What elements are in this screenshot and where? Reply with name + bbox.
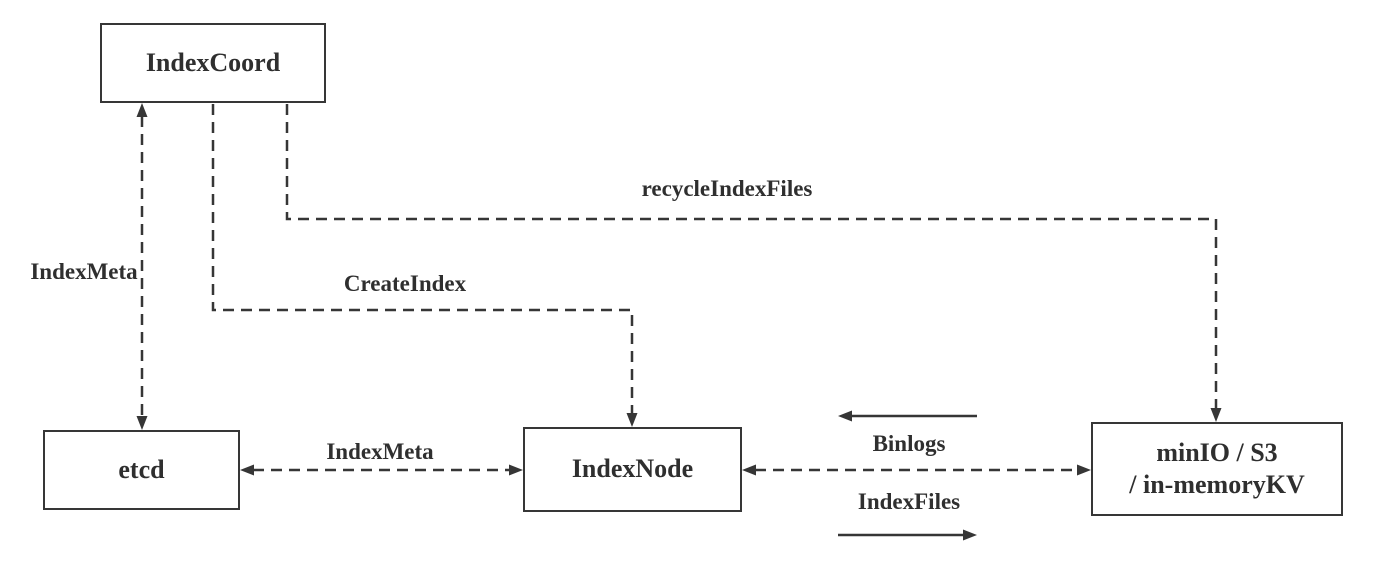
node-indexcoord-label: IndexCoord — [145, 47, 281, 77]
node-indexcoord: IndexCoord — [100, 23, 326, 103]
arrowhead-left-into-etcd — [240, 464, 254, 476]
edge-createindex-line — [211, 104, 634, 414]
arrowhead-right-into-storage — [1077, 464, 1091, 476]
node-etcd: etcd — [43, 430, 240, 510]
node-storage-label-line2: / in-memoryKV — [1129, 470, 1305, 499]
arrowhead-right-into-indexnode — [509, 464, 523, 476]
edge-label-binlogs: Binlogs — [872, 431, 946, 456]
arrowhead-down-into-storage — [1210, 408, 1222, 422]
edge-label-indexmeta-horizontal: IndexMeta — [326, 439, 434, 464]
arrowhead-indexfiles-right — [963, 529, 977, 541]
arrowhead-left-into-indexnode — [742, 464, 756, 476]
node-storage-label-line1: minIO / S3 — [1156, 437, 1278, 467]
node-storage: minIO / S3 / in-memoryKV — [1091, 422, 1343, 516]
arrowhead-down-into-etcd — [136, 416, 148, 430]
node-etcd-label: etcd — [118, 454, 165, 484]
edge-label-indexmeta-vertical: IndexMeta — [30, 259, 138, 284]
arrowhead-down-into-indexnode — [626, 413, 638, 427]
edge-label-indexfiles: IndexFiles — [857, 489, 961, 514]
arrowhead-binlogs-left — [838, 410, 852, 422]
edge-recycleindexfiles-line — [285, 104, 1218, 409]
edge-label-recycleindexfiles: recycleIndexFiles — [641, 176, 813, 201]
node-indexnode-label: IndexNode — [571, 454, 694, 484]
node-indexnode: IndexNode — [523, 427, 742, 512]
edge-label-createindex: CreateIndex — [343, 271, 467, 296]
arrowhead-up-into-indexcoord — [136, 103, 148, 117]
